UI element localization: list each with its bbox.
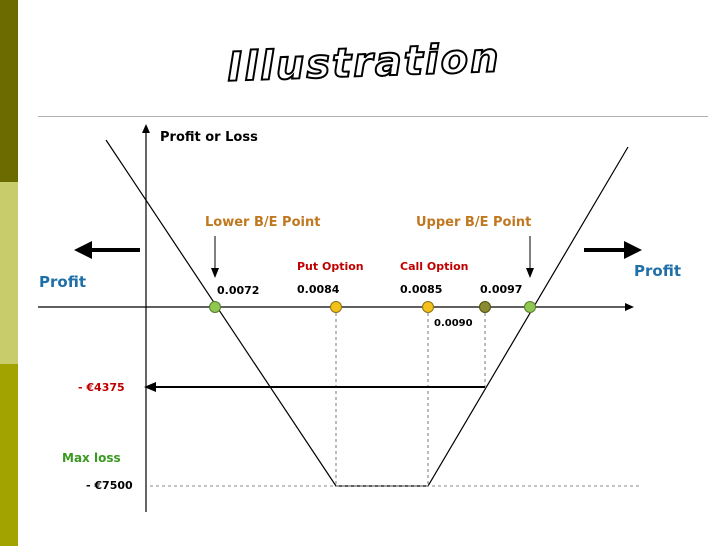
loss-7500-label: - €7500 <box>86 479 133 492</box>
sidebar-stripe <box>0 0 18 546</box>
max-loss-label: Max loss <box>62 451 121 465</box>
loss-4375-label: - €4375 <box>78 381 125 394</box>
upper-be-label: Upper B/E Point <box>416 215 532 230</box>
title-divider <box>38 116 708 117</box>
profit-right-label: Profit <box>634 262 681 280</box>
put-option-label: Put Option <box>297 260 364 273</box>
lower-be-label: Lower B/E Point <box>205 215 321 230</box>
y-axis-arrowhead <box>142 124 150 133</box>
point-call <box>422 301 434 313</box>
x-axis-arrowhead <box>625 303 634 311</box>
sidebar-segment-mid <box>0 364 18 546</box>
point-mid <box>479 301 491 313</box>
upper-be-pointer-head <box>526 268 534 278</box>
value-lower-be: 0.0072 <box>217 284 260 297</box>
profit-left-label: Profit <box>39 273 86 291</box>
call-option-label: Call Option <box>400 260 469 273</box>
value-call: 0.0085 <box>400 283 443 296</box>
lower-be-pointer-head <box>211 268 219 278</box>
sidebar-segment-light <box>0 182 18 364</box>
value-upper-be: 0.0097 <box>480 283 523 296</box>
profit-left-arrowhead <box>74 241 92 259</box>
value-put: 0.0084 <box>297 283 340 296</box>
sidebar-segment-dark <box>0 0 18 182</box>
profit-right-arrowhead <box>624 241 642 259</box>
point-put <box>330 301 342 313</box>
point-upper-be <box>524 301 536 313</box>
loss-4375-arrowhead <box>144 382 156 392</box>
point-lower-be <box>209 301 221 313</box>
payoff-line <box>105 139 629 487</box>
value-mid: 0.0090 <box>434 318 473 329</box>
y-axis-label: Profit or Loss <box>160 130 258 145</box>
